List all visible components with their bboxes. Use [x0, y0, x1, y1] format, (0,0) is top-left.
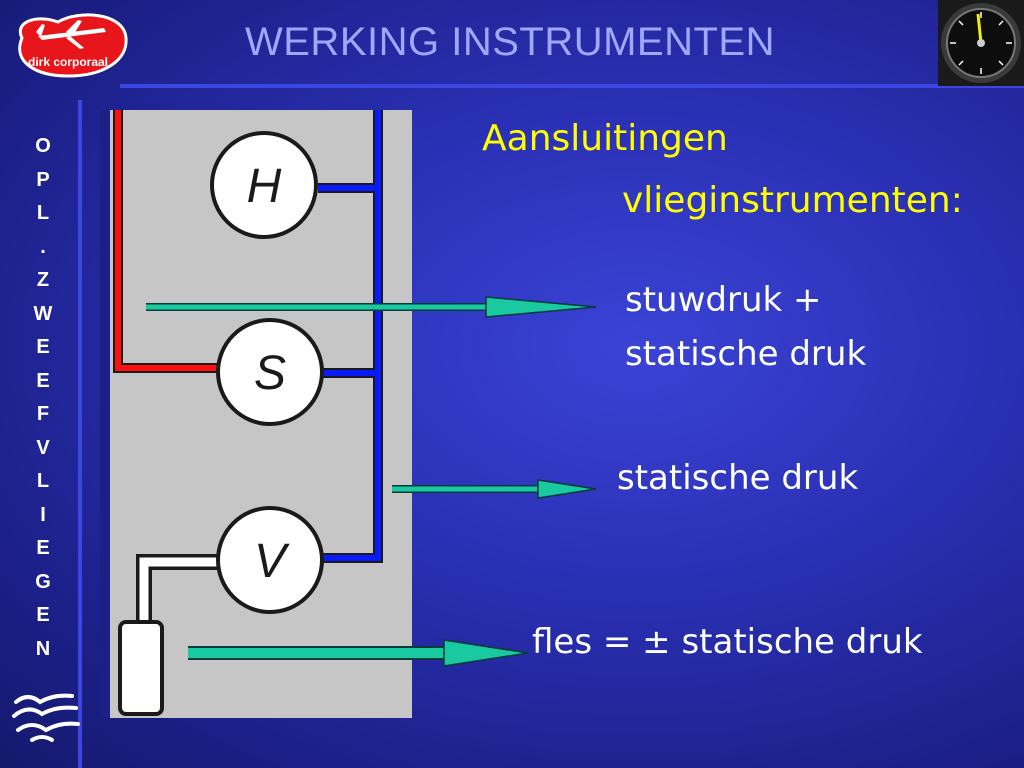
vertical-letter: L: [36, 202, 50, 224]
instrument-h: H: [210, 131, 318, 239]
heading-vlieginstrumenten: vlieginstrumenten:: [622, 180, 963, 221]
vertical-letter: V: [36, 436, 50, 459]
birds-emblem-icon: [10, 690, 82, 744]
instrument-s-label: S: [254, 347, 286, 400]
vertical-letter: P: [36, 168, 50, 191]
vertical-letter: Z: [36, 269, 50, 291]
label-stuwdruk-line1: stuwdruk +: [625, 280, 822, 320]
instrument-v-label: V: [254, 535, 290, 588]
instrument-connection-diagram: H S V: [100, 110, 412, 718]
vertical-letter: I: [40, 503, 46, 526]
vertical-letter: L: [36, 470, 50, 492]
static-pressure-line: [318, 110, 383, 563]
instrument-h-label: H: [247, 160, 282, 213]
vertical-letter: O: [35, 135, 51, 157]
label-statische-druk: statische druk: [617, 458, 859, 498]
title-divider: [120, 84, 1024, 88]
vertical-letter: E: [36, 537, 50, 559]
sidebar-divider: [78, 100, 82, 768]
instrument-v: V: [216, 506, 324, 614]
vertical-letter: E: [36, 369, 50, 392]
heading-aansluitingen: Aansluitingen: [482, 118, 728, 159]
flask-tube: [136, 554, 224, 628]
flask-icon: [118, 620, 164, 716]
logo-text: dirk corporaal: [28, 55, 108, 69]
vertical-letter: N: [35, 637, 51, 660]
vertical-letter: E: [36, 336, 50, 358]
label-fles: fles = ± statische druk: [532, 622, 923, 662]
vertical-program-label: O P L . Z W E E F V L I E G E N: [24, 130, 62, 666]
instrument-s: S: [216, 318, 324, 426]
dirk-corporaal-logo: dirk corporaal: [8, 10, 130, 80]
variometer-gauge-icon: [938, 0, 1024, 86]
vertical-letter: W: [33, 302, 53, 325]
vertical-letter: .: [40, 235, 46, 258]
vertical-letter: G: [35, 570, 51, 593]
vertical-letter: F: [36, 403, 50, 425]
vertical-letter: E: [36, 604, 50, 626]
arrow-statisch: [392, 479, 597, 499]
label-stuwdruk-line2: statische druk: [625, 334, 867, 374]
slide-title: WERKING INSTRUMENTEN: [245, 20, 775, 64]
